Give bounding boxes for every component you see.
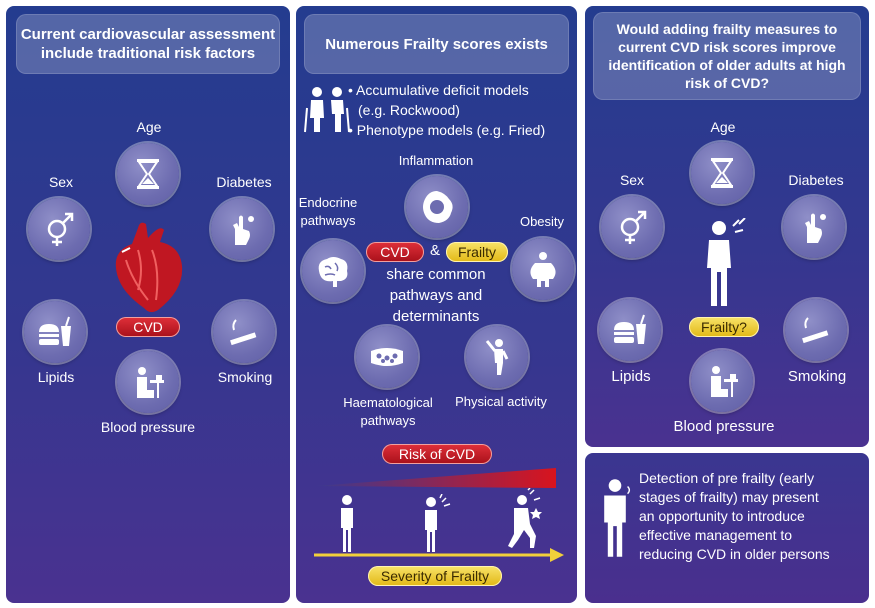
label-obesity: Obesity [519,214,565,229]
label-blood-pressure: Blood pressure [673,418,775,435]
center-ampersand: & [430,242,441,259]
circle-age [691,142,753,204]
label-smoking: Smoking [787,368,847,385]
circle-lipids [599,299,661,361]
gender-icon [620,210,647,244]
finger-prick-icon [233,215,254,245]
blood-pressure-icon [711,366,738,397]
blood-vessel-icon [371,348,403,366]
frailty-question-pill: Frailty? [689,317,759,337]
panel-question: Would adding frailty measures to current… [585,6,869,447]
exercise-icon [485,339,509,375]
circle-smoking [785,299,847,361]
panel-frailty-scores: Numerous Frailty scores exists • Accumul… [296,6,577,603]
label-sex: Sex [48,174,74,190]
circle-blood-pressure [117,351,179,413]
circle-age [117,143,179,205]
fast-food-icon [39,316,71,346]
panel1-title: Current cardiovascular assessment includ… [16,14,280,74]
cigarette-icon [230,319,257,346]
bullet-2: • Phenotype models (e.g. Fried) [348,122,546,138]
circle-diabetes [211,198,273,260]
center-text: share common pathways and determinants [386,266,486,325]
panel-traditional-risk: Current cardiovascular assessment includ… [6,6,290,603]
person-moderate-icon [425,494,451,552]
label-inflammation: Inflammation [398,153,474,168]
label-haematological: Haematological pathways [343,395,433,428]
label-sex: Sex [619,172,645,188]
blood-pressure-icon [137,367,164,398]
finger-prick-icon [805,213,826,243]
circle-haematological [356,326,418,388]
circle-lipids [24,301,86,363]
gender-icon [47,212,74,246]
label-age: Age [710,119,736,135]
circle-sex [28,198,90,260]
bullet-list: • Accumulative deficit models (e.g. Rock… [348,80,574,140]
bullet-1: • Accumulative deficit models [348,82,529,98]
label-smoking: Smoking [217,369,273,385]
label-diabetes: Diabetes [788,172,844,188]
risk-cvd-pill: Risk of CVD [382,444,492,464]
person-severe-icon [508,488,542,548]
label-diabetes: Diabetes [216,174,272,190]
center-frailty-pill: Frailty [446,242,508,262]
panel2-title: Numerous Frailty scores exists [304,14,569,74]
severity-pill: Severity of Frailty [368,566,502,586]
circle-obesity [512,238,574,300]
circle-endocrine [302,240,364,302]
circle-blood-pressure [691,350,753,412]
label-physical-activity: Physical activity [455,394,547,409]
person-icon [604,479,631,557]
brain-icon [318,257,348,287]
label-blood-pressure: Blood pressure [100,419,196,435]
center-cvd-pill: CVD [366,242,424,262]
label-endocrine: Endocrine pathways [298,195,358,228]
bullet-1-cont: (e.g. Rockwood) [358,102,460,118]
risk-wedge [316,468,556,488]
panel3-title: Would adding frailty measures to current… [593,12,861,100]
fast-food-icon [614,314,646,344]
panel-conclusion: Detection of pre frailty (early stages o… [585,453,869,603]
inflammation-icon [423,191,453,223]
severity-arrow [314,548,564,562]
conclusion-text: Detection of pre frailty (early stages o… [639,470,830,562]
person-mild-icon [341,495,353,552]
circle-inflammation [406,176,468,238]
hourglass-icon [711,158,733,188]
label-age: Age [136,119,162,135]
obesity-icon [530,252,556,287]
label-lipids: Lipids [37,369,75,385]
elderly-couple-icon [304,87,350,133]
label-lipids: Lipids [611,368,651,385]
circle-diabetes [783,196,845,258]
circle-smoking [213,301,275,363]
circle-physical-activity [466,326,528,388]
person-chest-pain-icon [707,218,746,306]
cigarette-icon [802,317,829,344]
heart-icon [115,222,183,313]
cvd-pill: CVD [116,317,180,337]
circle-sex [601,196,663,258]
hourglass-icon [137,159,159,189]
